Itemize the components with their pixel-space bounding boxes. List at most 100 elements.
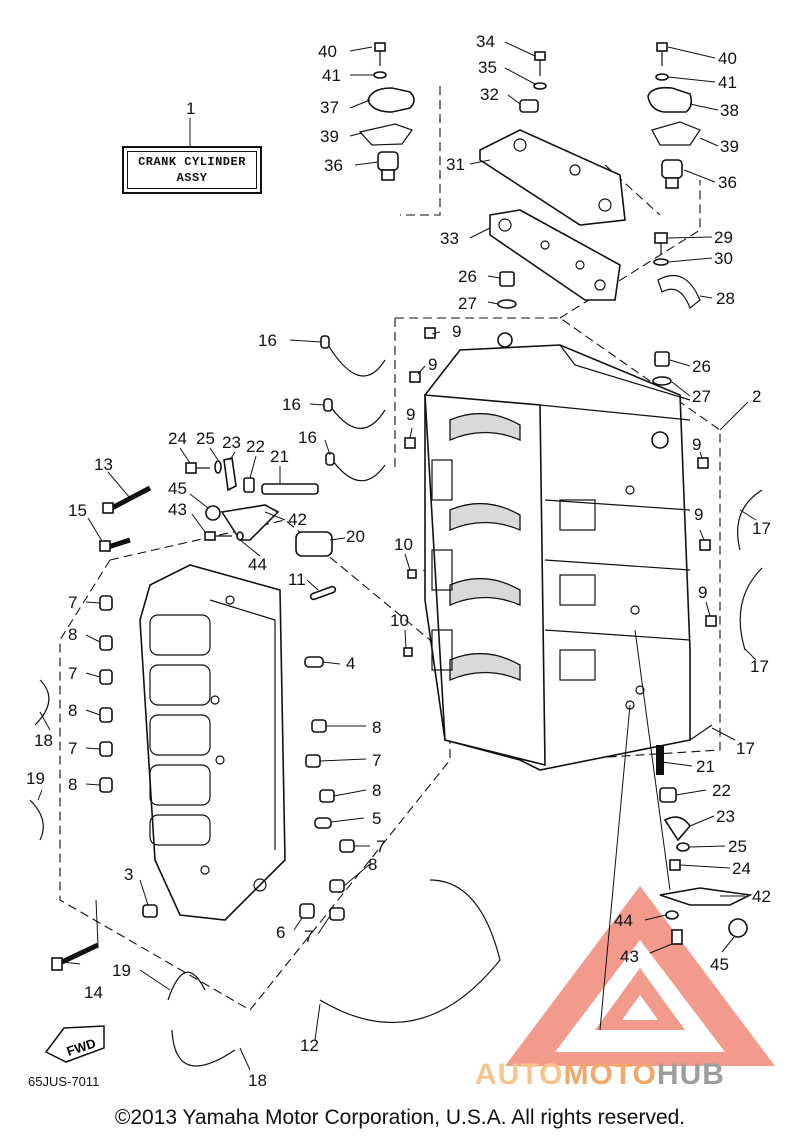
watermark-text: AUTOMOTOHUB xyxy=(475,1058,725,1092)
callout-40-right: 40 xyxy=(718,49,737,68)
callout-9-e: 9 xyxy=(694,505,703,524)
callout-7-r2: 7 xyxy=(376,837,385,856)
callout-28: 28 xyxy=(716,289,735,308)
callout-numbers: 1 40 41 37 39 36 34 35 32 31 33 26 27 40… xyxy=(26,32,771,1090)
callout-17-c: 17 xyxy=(736,739,755,758)
callout-40: 40 xyxy=(318,42,337,61)
callout-7-l1: 7 xyxy=(68,593,77,612)
callout-7-r3: 7 xyxy=(304,927,313,946)
callout-24-right: 24 xyxy=(732,859,751,878)
callout-44-right: 44 xyxy=(614,911,633,930)
callout-42: 42 xyxy=(288,510,307,529)
callout-9-b: 9 xyxy=(428,355,437,374)
assy-label-line2: ASSY xyxy=(176,171,208,185)
assy-label-inner: CRANK CYLINDER ASSY xyxy=(127,151,257,189)
callout-9-f: 9 xyxy=(698,583,707,602)
callout-19-left: 19 xyxy=(26,769,45,788)
callout-18-left: 18 xyxy=(34,731,53,750)
drawing-code: 65JUS-7011 xyxy=(28,1074,100,1089)
callout-18-bottom: 18 xyxy=(248,1071,267,1090)
callout-45: 45 xyxy=(168,479,187,498)
callout-16-c: 16 xyxy=(298,428,317,447)
callout-8-r3: 8 xyxy=(368,855,377,874)
callout-8-l1: 8 xyxy=(68,625,77,644)
callout-17-b: 17 xyxy=(750,657,769,676)
callout-9-d: 9 xyxy=(692,435,701,454)
callout-5: 5 xyxy=(372,809,381,828)
callout-15: 15 xyxy=(68,501,87,520)
callout-31: 31 xyxy=(446,155,465,174)
callout-36: 36 xyxy=(324,156,343,175)
callout-8-l2: 8 xyxy=(68,701,77,720)
callout-43-right: 43 xyxy=(620,947,639,966)
crankcase-block xyxy=(424,332,691,771)
callout-8-r2: 8 xyxy=(372,781,381,800)
callout-22-right: 22 xyxy=(712,781,731,800)
callout-2: 2 xyxy=(752,387,761,406)
callout-10-a: 10 xyxy=(394,535,413,554)
callout-29: 29 xyxy=(714,228,733,247)
callout-30: 30 xyxy=(714,249,733,268)
callout-22: 22 xyxy=(246,437,265,456)
fwd-arrow-icon: FWD xyxy=(44,1025,105,1063)
assy-label-line1: CRANK CYLINDER xyxy=(138,155,246,169)
callout-27-right: 27 xyxy=(692,387,711,406)
callout-7-l2: 7 xyxy=(68,664,77,683)
callout-8-r1: 8 xyxy=(372,718,381,737)
callout-13: 13 xyxy=(94,455,113,474)
cylinder-head-block xyxy=(139,564,286,921)
callout-45-right: 45 xyxy=(710,955,729,974)
callout-33: 33 xyxy=(440,229,459,248)
callout-25: 25 xyxy=(196,429,215,448)
callout-38: 38 xyxy=(720,101,739,120)
callout-1: 1 xyxy=(186,99,195,118)
callout-35: 35 xyxy=(478,58,497,77)
callout-6: 6 xyxy=(276,923,285,942)
callout-16-a: 16 xyxy=(258,331,277,350)
assy-label-box: CRANK CYLINDER ASSY xyxy=(122,146,262,194)
callout-9-a: 9 xyxy=(452,322,461,341)
callout-9-c: 9 xyxy=(406,405,415,424)
callout-7-r1: 7 xyxy=(372,751,381,770)
leader-lines xyxy=(37,41,757,1071)
callout-17-a: 17 xyxy=(752,519,771,538)
callout-32: 32 xyxy=(480,85,499,104)
callout-24: 24 xyxy=(168,429,187,448)
callout-26: 26 xyxy=(458,267,477,286)
callout-39: 39 xyxy=(320,127,339,146)
callout-26-right: 26 xyxy=(692,357,711,376)
callout-44: 44 xyxy=(248,555,267,574)
callout-14: 14 xyxy=(84,983,103,1002)
watermark-part2: MOTO xyxy=(563,1058,657,1091)
callout-23: 23 xyxy=(222,433,241,452)
callout-21: 21 xyxy=(270,447,289,466)
callout-27: 27 xyxy=(458,294,477,313)
copyright-notice: ©2013 Yamaha Motor Corporation, U.S.A. A… xyxy=(114,1106,686,1129)
callout-19-bottom: 19 xyxy=(112,961,131,980)
callout-25-right: 25 xyxy=(728,837,747,856)
callout-3: 3 xyxy=(124,865,133,884)
callout-7-l3: 7 xyxy=(68,739,77,758)
callout-11: 11 xyxy=(288,570,306,589)
callout-12: 12 xyxy=(300,1036,319,1055)
top-covers xyxy=(479,129,626,301)
callout-41: 41 xyxy=(322,66,341,85)
callout-16-b: 16 xyxy=(282,395,301,414)
watermark-logo xyxy=(505,886,775,1066)
callout-42-right: 42 xyxy=(752,887,771,906)
watermark-part3: HUB xyxy=(656,1058,725,1091)
callout-21-right: 21 xyxy=(696,757,715,776)
callout-41-right: 41 xyxy=(718,73,737,92)
callout-43: 43 xyxy=(168,500,187,519)
callout-8-l3: 8 xyxy=(68,775,77,794)
callout-10-b: 10 xyxy=(390,611,409,630)
callout-4: 4 xyxy=(346,654,355,673)
callout-20: 20 xyxy=(346,527,365,546)
watermark-part1: AUTO xyxy=(475,1058,564,1091)
callout-37: 37 xyxy=(320,98,339,117)
dashed-outlines xyxy=(59,86,721,1011)
callout-34: 34 xyxy=(476,32,495,51)
callout-23-right: 23 xyxy=(716,807,735,826)
callout-39-right: 39 xyxy=(720,137,739,156)
